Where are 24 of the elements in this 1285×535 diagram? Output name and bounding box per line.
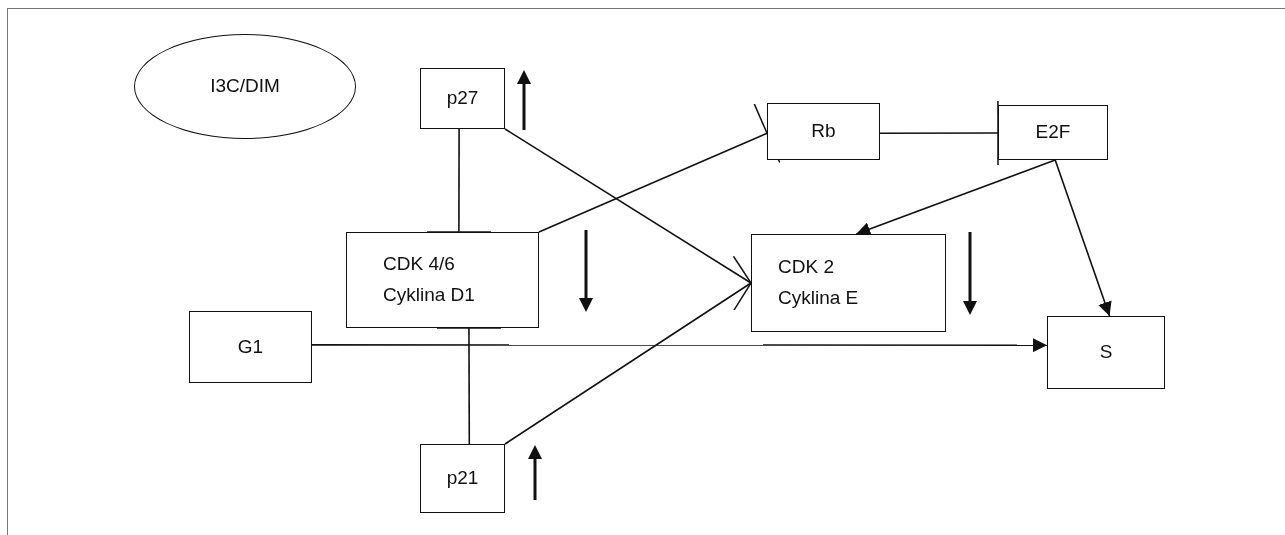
process-box (998, 105, 1108, 160)
inhibition-line (879, 100, 999, 166)
node-label: CDK 4/6 (383, 254, 455, 275)
process-box (420, 444, 505, 513)
node-label: CDK 2 (778, 257, 834, 278)
node-label: G1 (237, 336, 264, 358)
process-box (189, 311, 312, 383)
node-label: Cyklina D1 (383, 285, 475, 306)
arrow (311, 338, 1048, 353)
node-label: p21 (446, 468, 479, 489)
node-label: p27 (446, 88, 479, 109)
node-label: Rb (811, 121, 836, 142)
arrow (855, 159, 1056, 236)
arrow (1054, 159, 1112, 317)
process-box (751, 234, 946, 332)
node-label: I3C/DIM (210, 76, 280, 97)
process-box (346, 232, 539, 328)
inhibition-line (538, 103, 781, 233)
node-label: S (1099, 342, 1113, 363)
node-label: E2F (1035, 122, 1071, 143)
process-box (767, 103, 880, 160)
process-box (1047, 316, 1165, 389)
process-box (420, 68, 505, 129)
node-label: Cyklina E (778, 288, 859, 309)
